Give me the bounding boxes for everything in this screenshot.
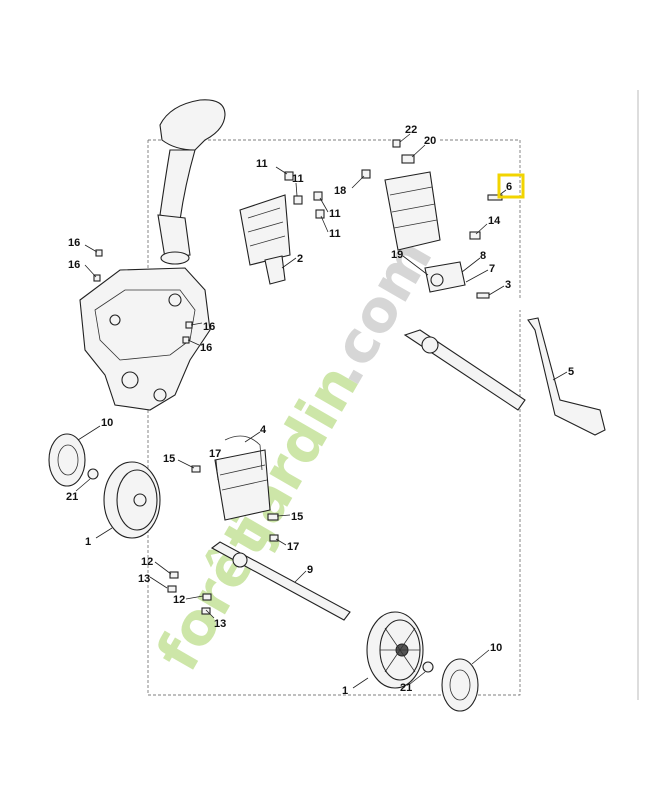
label-16b: 16 (68, 259, 80, 271)
lever-part-5 (527, 317, 606, 436)
label-21b: 21 (400, 682, 412, 694)
highlight-box (497, 173, 525, 199)
label-13b: 13 (214, 618, 226, 630)
label-2: 2 (297, 253, 303, 265)
hubcap-left (48, 433, 86, 487)
bracket-part-2 (239, 194, 291, 285)
hubcap-right (441, 658, 479, 712)
bracket-right (384, 171, 466, 293)
label-16d: 16 (200, 342, 212, 354)
lower-axle (210, 541, 351, 621)
label-11c: 11 (329, 208, 341, 220)
label-8: 8 (480, 250, 486, 262)
middle-bracket (214, 435, 271, 521)
watermark-text-c: .com (308, 227, 445, 397)
label-7: 7 (489, 263, 495, 275)
label-4: 4 (260, 424, 267, 436)
screws (93, 139, 503, 615)
label-10a: 10 (101, 417, 113, 429)
label-11d: 11 (329, 228, 341, 240)
label-1a: 1 (85, 536, 91, 548)
wheel-right (366, 611, 424, 689)
label-22: 22 (405, 124, 417, 136)
leader-lines (75, 133, 568, 689)
label-17a: 17 (209, 448, 221, 460)
label-15b: 15 (291, 511, 303, 523)
label-13a: 13 (138, 573, 150, 585)
label-12a: 12 (141, 556, 153, 568)
upper-axle (403, 329, 526, 411)
label-11b: 11 (292, 173, 304, 185)
label-3: 3 (505, 279, 511, 291)
wheel-left (103, 461, 161, 539)
label-16c: 16 (203, 321, 215, 333)
label-6: 6 (506, 181, 512, 193)
label-17b: 17 (287, 541, 299, 553)
label-10b: 10 (490, 642, 502, 654)
washer-left (87, 468, 99, 480)
label-9: 9 (307, 564, 313, 576)
label-14: 14 (488, 215, 501, 227)
label-15a: 15 (163, 453, 175, 465)
label-18: 18 (334, 185, 346, 197)
label-21a: 21 (66, 491, 78, 503)
handle-grip (157, 99, 226, 265)
washer-right (422, 661, 434, 673)
label-20: 20 (424, 135, 436, 147)
label-11a: 11 (256, 158, 268, 170)
part-labels: 22 20 6 11 11 18 11 11 14 16 16 2 19 8 7… (66, 124, 574, 697)
label-19: 19 (391, 249, 403, 261)
label-5: 5 (568, 366, 574, 378)
assembly-frame (147, 140, 521, 696)
gearbox-housing (79, 267, 211, 411)
label-1b: 1 (342, 685, 348, 697)
label-16a: 16 (68, 237, 80, 249)
assembly-frame-right-top (440, 139, 521, 300)
label-12b: 12 (173, 594, 185, 606)
